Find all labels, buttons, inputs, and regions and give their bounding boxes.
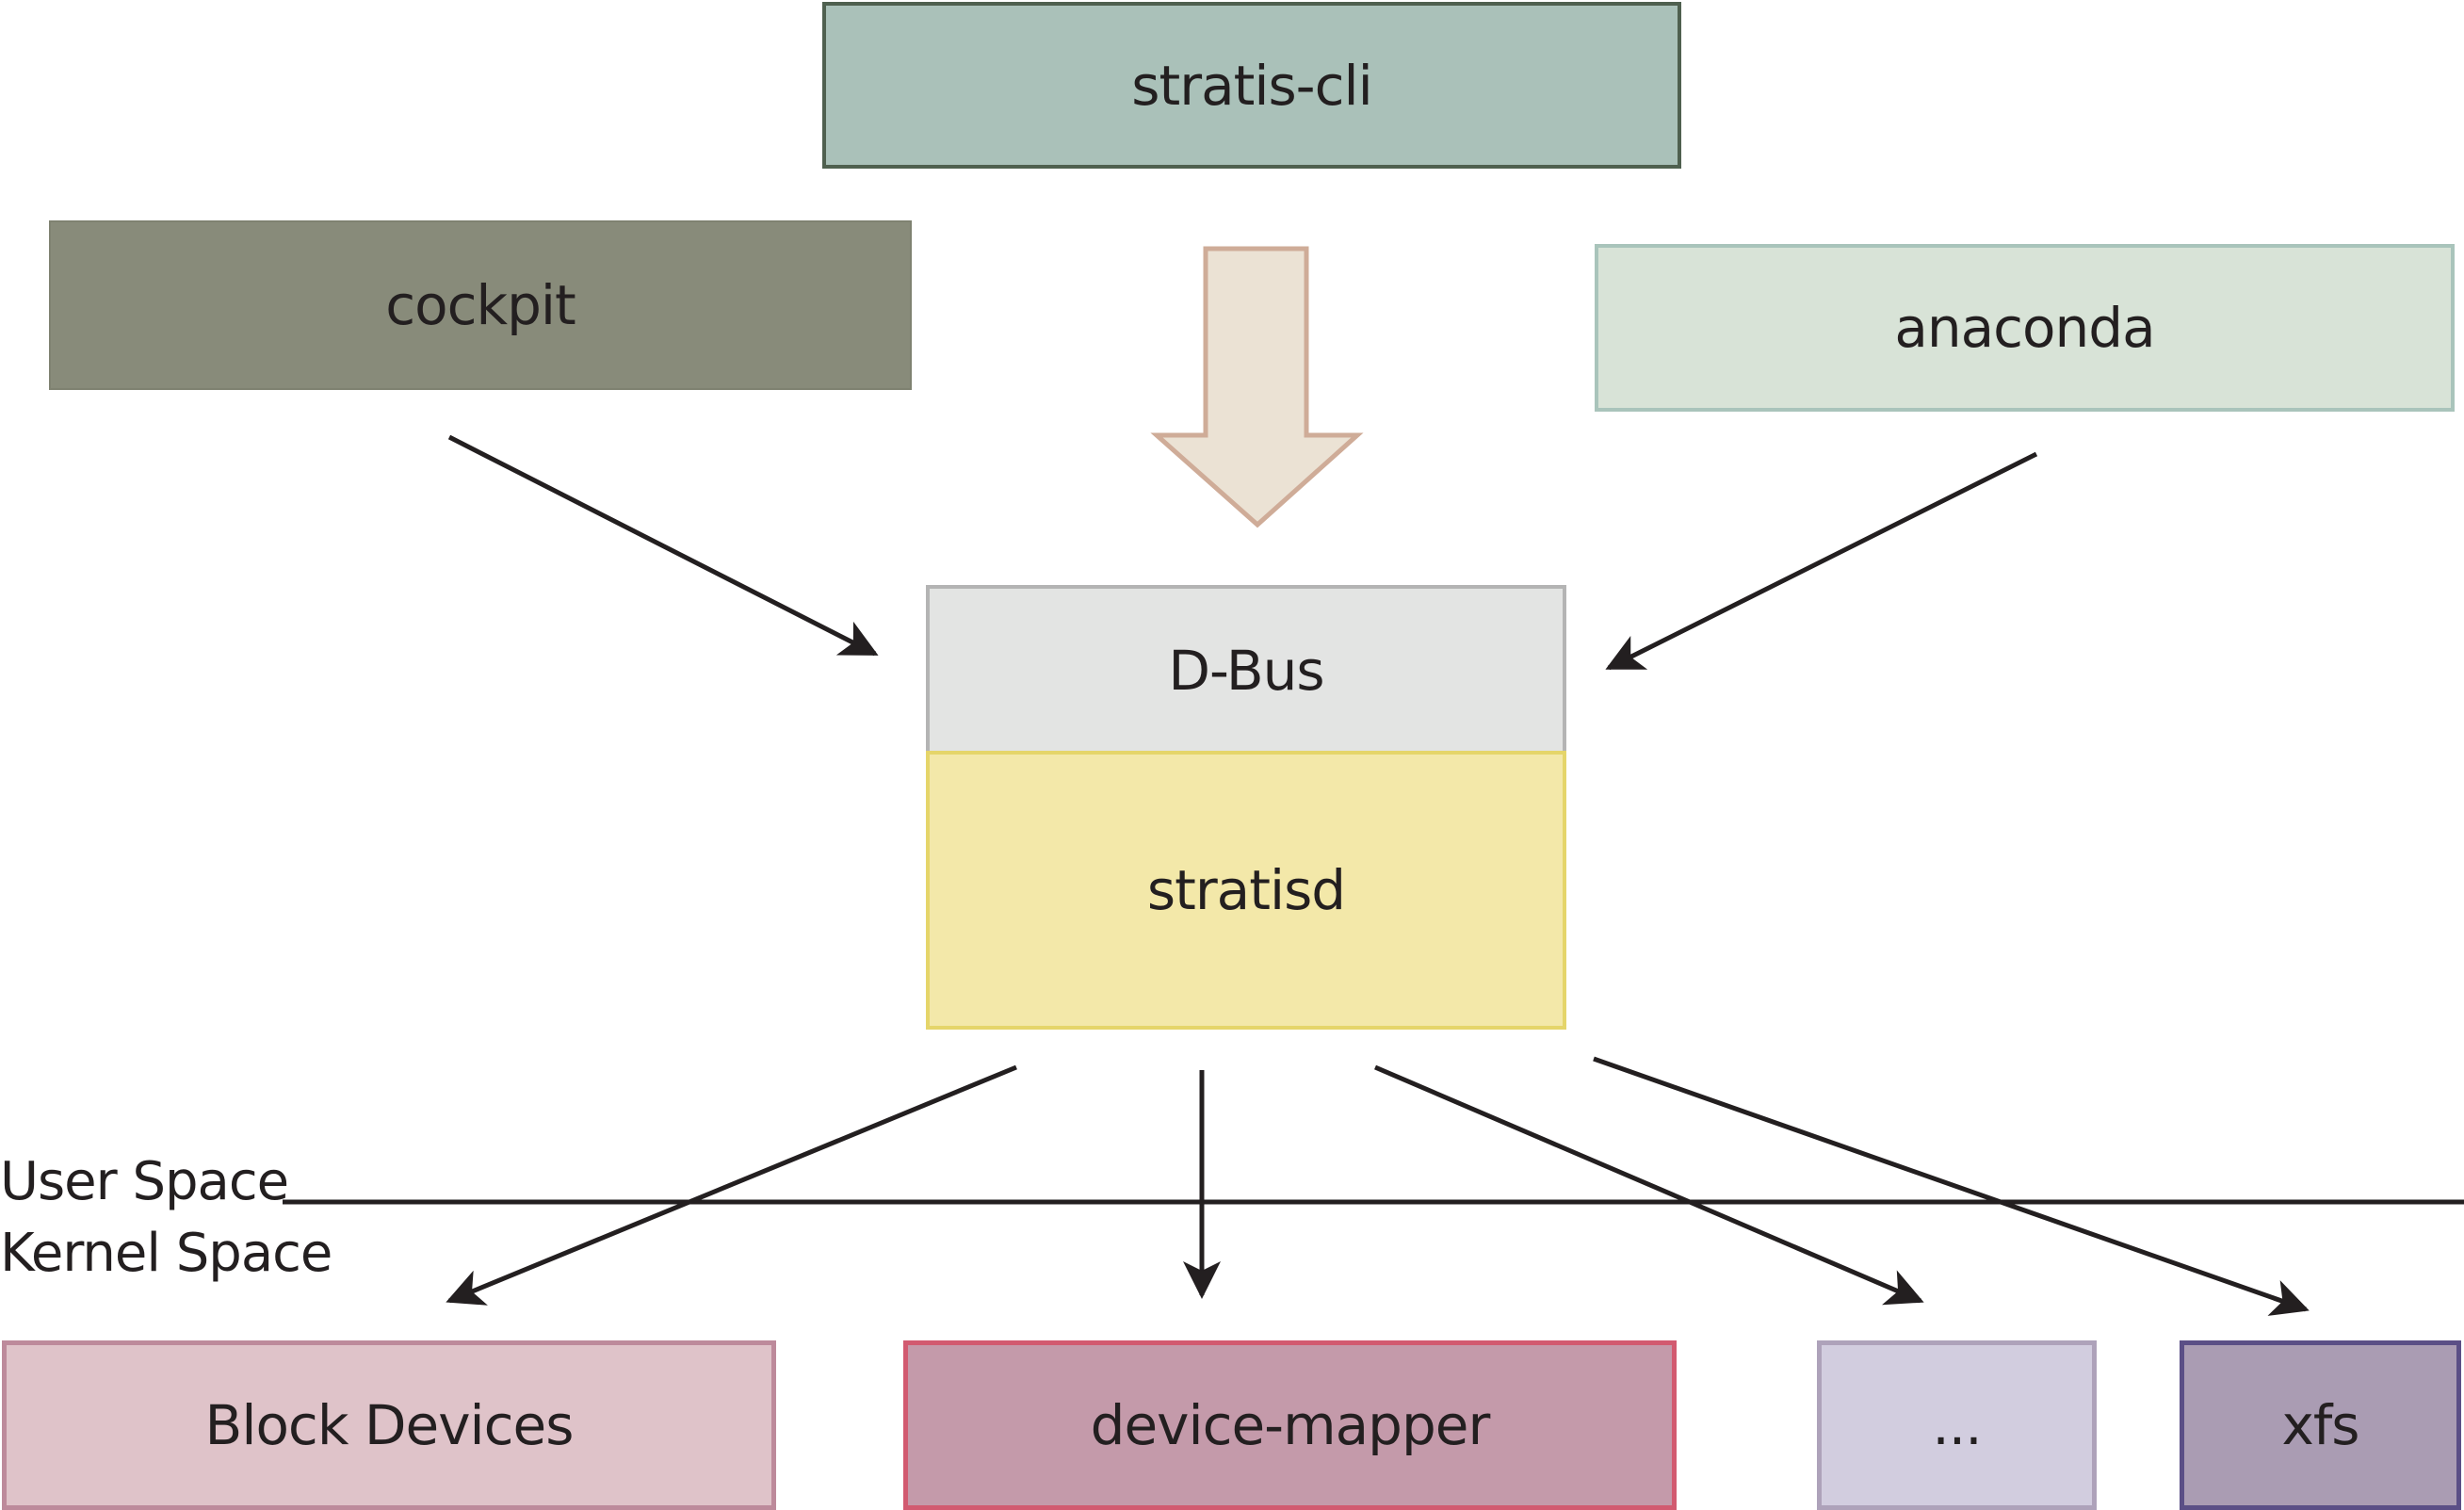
dbus-label: D-Bus (1168, 639, 1324, 703)
anaconda-node: anaconda (1595, 244, 2455, 412)
anaconda-label: anaconda (1894, 296, 2155, 360)
stratisd-label: stratisd (1146, 858, 1346, 922)
cockpit-label: cockpit (385, 273, 576, 337)
block-devices-label: Block Devices (204, 1393, 575, 1457)
stratis-cli-node: stratis-cli (822, 2, 1681, 169)
stratisd-to-xfs-arrow (1593, 1056, 2310, 1316)
dbus-node: D-Bus (926, 585, 1566, 753)
cockpit-node: cockpit (49, 220, 912, 390)
stratis-cli-block-arrow (1150, 246, 1364, 528)
stratisd-node: stratisd (926, 751, 1566, 1030)
kernel-space-label: Kernel Space (0, 1223, 332, 1284)
other-components-node: ... (1817, 1340, 2097, 1510)
anaconda-to-dbus-arrow (1605, 451, 2038, 671)
block-devices-node: Block Devices (2, 1340, 776, 1510)
device-mapper-label: device-mapper (1090, 1393, 1491, 1457)
xfs-label: xfs (2281, 1393, 2360, 1457)
xfs-node: xfs (2180, 1340, 2461, 1510)
stratisd-to-block-devices-arrow (446, 1064, 1017, 1306)
other-components-label: ... (1932, 1393, 1982, 1457)
stratisd-to-ellipsis-arrow (1374, 1064, 1924, 1306)
user-space-label: User Space (0, 1151, 289, 1212)
device-mapper-node: device-mapper (903, 1340, 1677, 1510)
cockpit-to-dbus-arrow (447, 434, 879, 657)
stratis-cli-label: stratis-cli (1131, 53, 1372, 118)
